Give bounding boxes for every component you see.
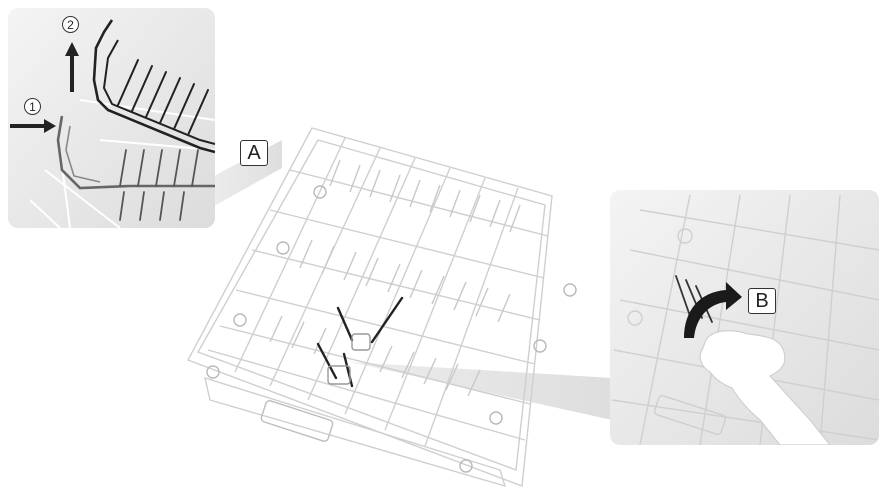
callout-b-label: B — [748, 288, 776, 314]
step-2-marker: 2 — [62, 16, 79, 33]
callout-a-label: A — [240, 140, 268, 166]
inset-a-panel — [8, 8, 215, 228]
step-1-marker: 1 — [24, 98, 41, 115]
tine-hinge-upper — [352, 334, 370, 350]
inset-b-panel — [610, 190, 879, 445]
